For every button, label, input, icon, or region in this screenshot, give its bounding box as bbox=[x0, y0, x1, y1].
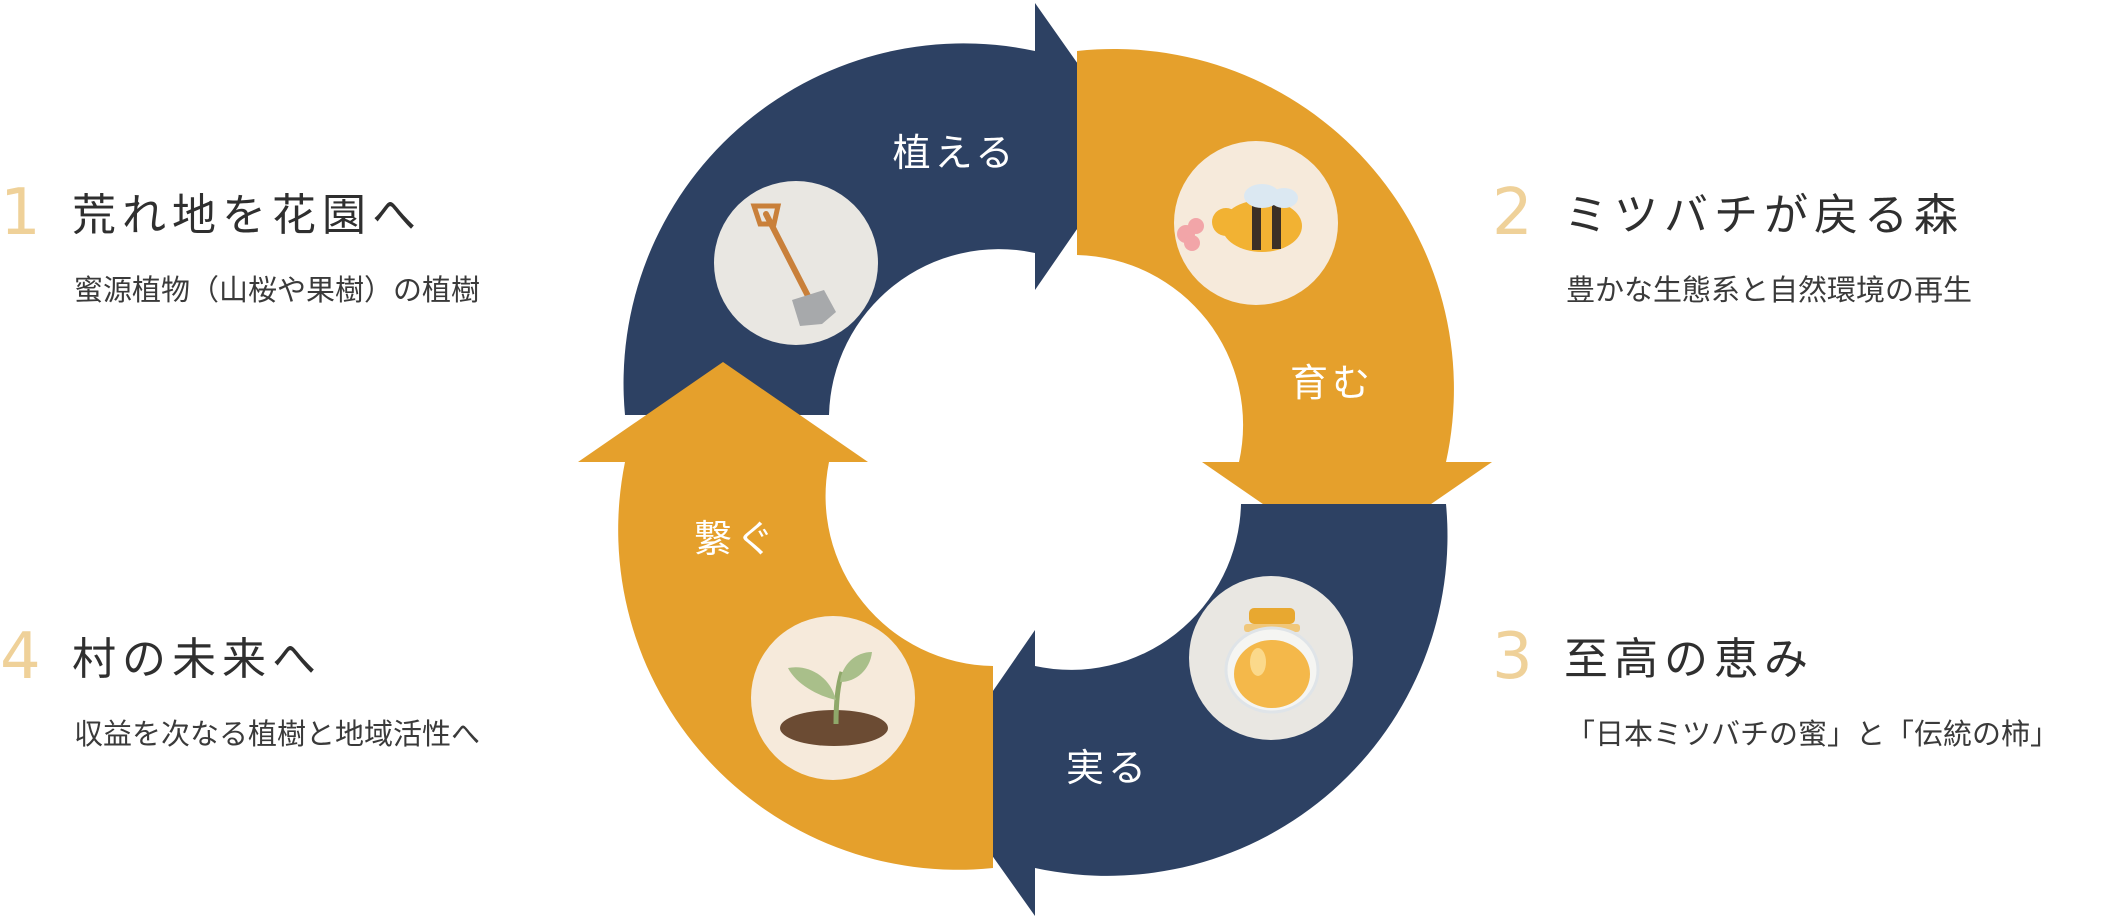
step-number: 4 bbox=[0, 620, 41, 694]
bee-icon bbox=[1174, 141, 1338, 305]
step-title: 至高の恵み bbox=[1564, 634, 1814, 685]
arrow-segment-connect bbox=[578, 362, 993, 870]
step-number: 2 bbox=[1492, 176, 1533, 250]
arrow-segment-nurture bbox=[1077, 48, 1492, 563]
arc-label-bear: 実る bbox=[1066, 746, 1150, 790]
honey-jar-icon bbox=[1189, 576, 1353, 740]
arc-label-plant: 植える bbox=[893, 131, 1018, 175]
shovel-icon bbox=[714, 181, 878, 345]
step-description: 収益を次なる植樹と地域活性へ bbox=[74, 717, 481, 751]
arc-label-nurture: 育む bbox=[1290, 361, 1374, 405]
step-number: 3 bbox=[1492, 620, 1533, 694]
step-description: 「日本ミツバチの蜜」と「伝統の柿」 bbox=[1566, 717, 2060, 751]
sprout-icon bbox=[751, 616, 915, 780]
arrow-segment-bear bbox=[935, 504, 1448, 916]
arrow-segment-plant bbox=[623, 3, 1135, 415]
arc-label-connect: 繋ぐ bbox=[694, 517, 778, 561]
step-title: 荒れ地を花園へ bbox=[72, 190, 422, 241]
step-title: 村の未来へ bbox=[72, 634, 322, 685]
step-description: 豊かな生態系と自然環境の再生 bbox=[1566, 273, 1973, 307]
step-description: 蜜源植物（山桜や果樹）の植樹 bbox=[74, 273, 481, 307]
step-title: ミツバチが戻る森 bbox=[1564, 190, 1964, 241]
step-number: 1 bbox=[0, 176, 41, 250]
